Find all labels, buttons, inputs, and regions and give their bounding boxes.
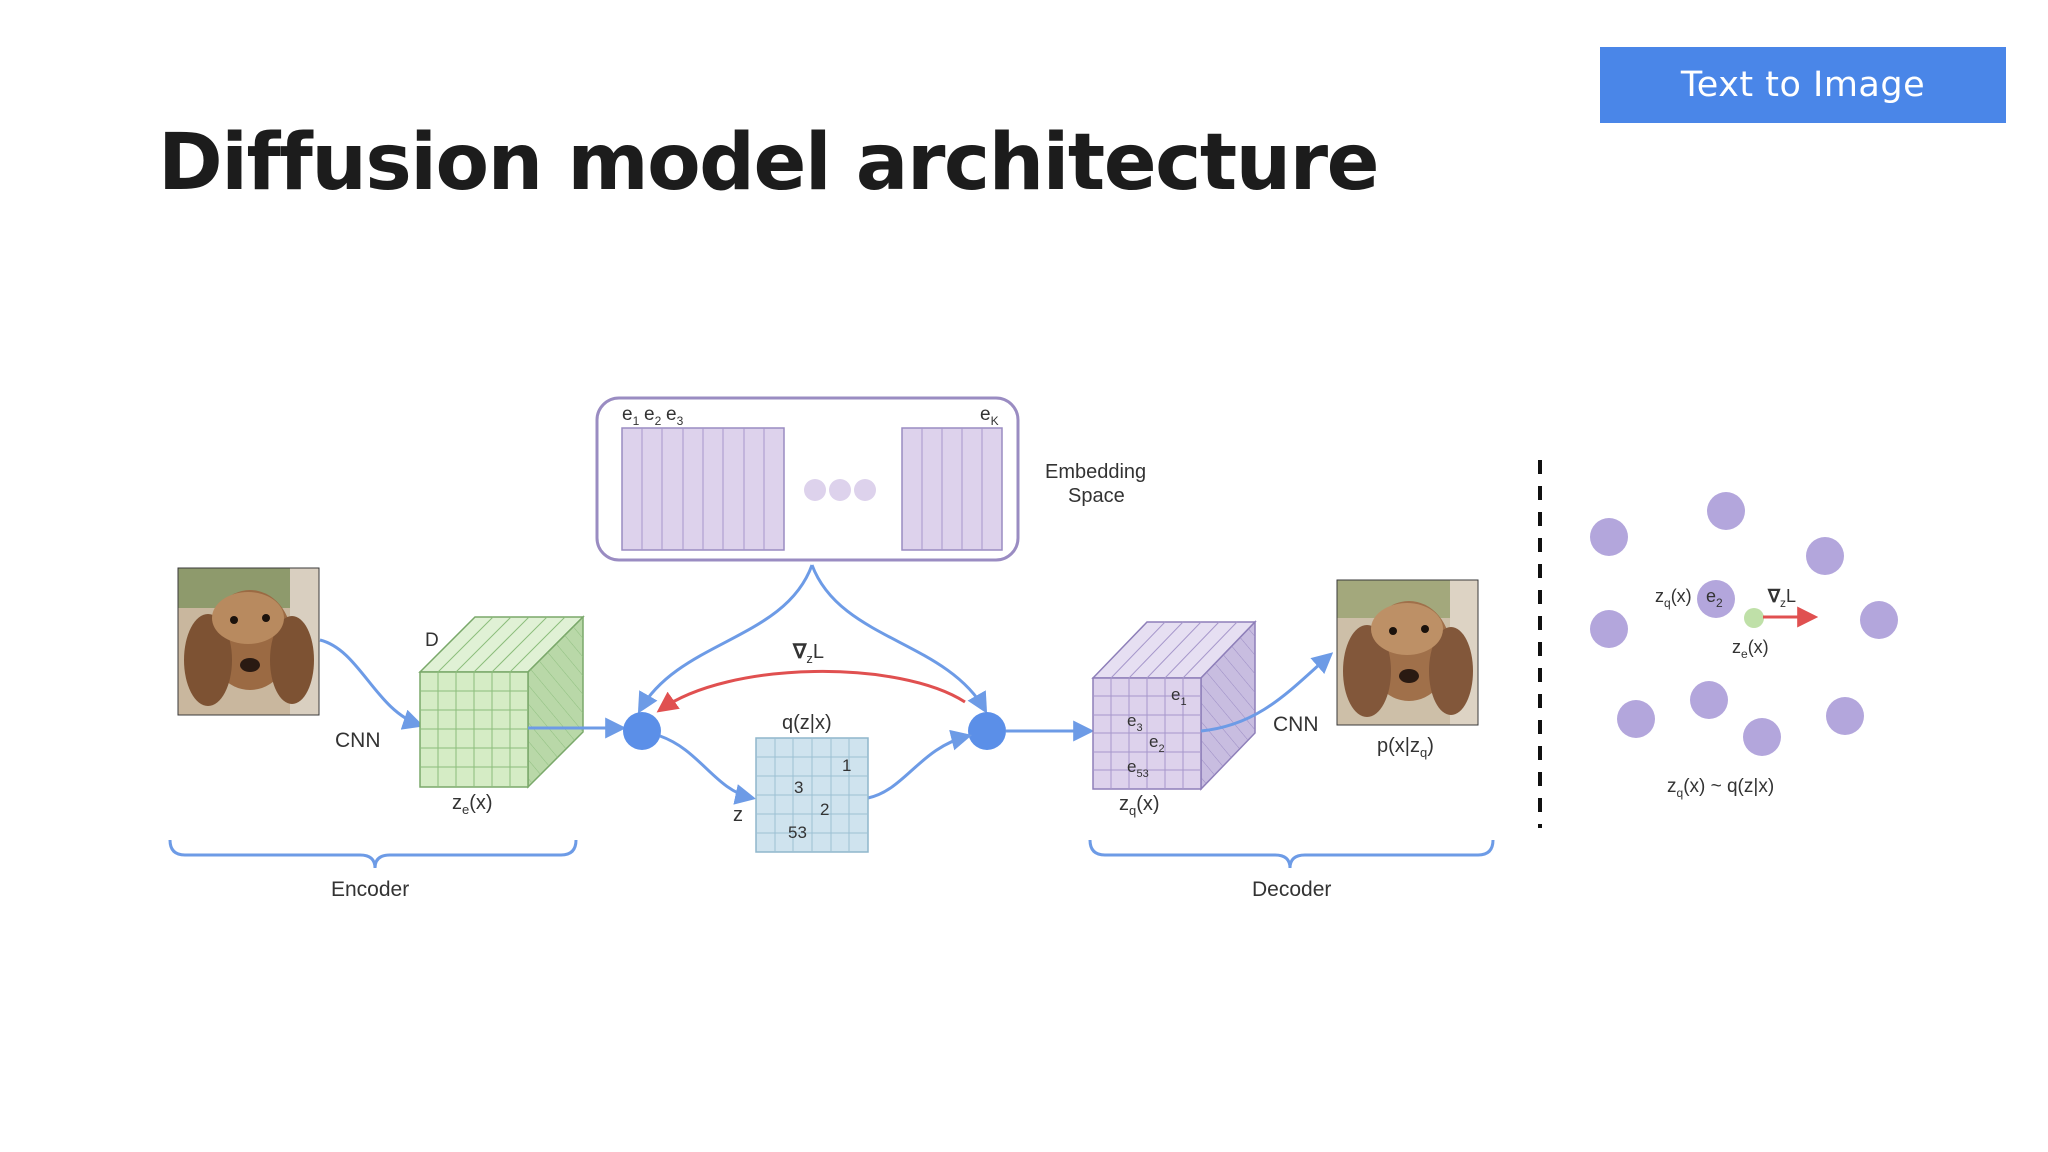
decoder-e53-label: e53: [1127, 757, 1149, 780]
ze-point: [1744, 608, 1764, 628]
gradient-label: ∇zL: [792, 641, 824, 666]
qgrid-cell-53: 53: [788, 823, 807, 842]
embedding-e2-label: e2: [644, 404, 662, 428]
decoder-zq-label: zq(x): [1119, 793, 1160, 818]
scatter-zq-label: zq(x): [1655, 586, 1692, 610]
gradient-arrow: [656, 669, 966, 713]
decoder-arrow: [1200, 652, 1334, 733]
decoder-e1-label: e1: [1171, 685, 1187, 708]
decoder-e3-label: e3: [1127, 711, 1143, 734]
decoder-brace: [1088, 839, 1495, 869]
qgrid-to-node-arrow: [867, 729, 973, 800]
encoder-arrow: [319, 638, 424, 730]
codebook-right: [901, 427, 1003, 551]
decoder-e2-label: e2: [1149, 732, 1165, 755]
encoder-depth-label: D: [425, 630, 439, 651]
decoder-cnn-label: CNN: [1273, 713, 1319, 736]
decoder-label: Decoder: [1252, 878, 1331, 901]
qgrid-cell-3: 3: [794, 778, 803, 797]
encoder-ze-label: ze(x): [452, 792, 493, 817]
output-pxz-label: p(x|zq): [1377, 735, 1434, 760]
codebook-left: [621, 427, 785, 551]
codebook-ellipsis: [804, 479, 876, 501]
encoder-output-cube: [418, 615, 585, 789]
qgrid-cell-1: 1: [842, 756, 851, 775]
scatter-caption: zq(x) ~ q(z|x): [1667, 776, 1774, 800]
embedding-ek-label: eK: [980, 404, 999, 428]
scatter-grad-label: ∇zL: [1767, 586, 1796, 610]
embedding-e3-label: e3: [666, 404, 684, 428]
qzx-grid: [755, 737, 869, 853]
dog-photo-output: [1336, 579, 1479, 726]
embedding-space-caption-line1: Embedding: [1045, 461, 1146, 483]
text-to-image-tag: Text to Image: [1600, 47, 2006, 123]
embedding-e1-label: e1: [622, 404, 640, 428]
qzx-label: q(z|x): [782, 712, 832, 734]
decoder-input-cube: [1091, 620, 1257, 791]
codebook-scatter: [1590, 492, 1898, 756]
quantize-node-right: [968, 712, 1006, 750]
node-to-qgrid-arrow: [659, 734, 757, 805]
embedding-space-caption-line2: Space: [1068, 485, 1125, 507]
page-title: Diffusion model architecture: [158, 118, 1380, 208]
qgrid-z-label: z: [733, 804, 743, 826]
embedding-to-left-node-arrow: [637, 564, 814, 714]
scatter-ze-label: ze(x): [1732, 637, 1769, 661]
encoder-label: Encoder: [331, 878, 409, 901]
scatter-e2-label: e2: [1706, 586, 1723, 610]
qgrid-cell-2: 2: [820, 800, 829, 819]
dog-photo-input: [177, 567, 320, 716]
encoder-brace: [168, 839, 578, 869]
encoder-cnn-label: CNN: [335, 729, 381, 752]
embedding-to-right-node-arrow: [810, 564, 988, 714]
quantize-node-left: [623, 712, 661, 750]
